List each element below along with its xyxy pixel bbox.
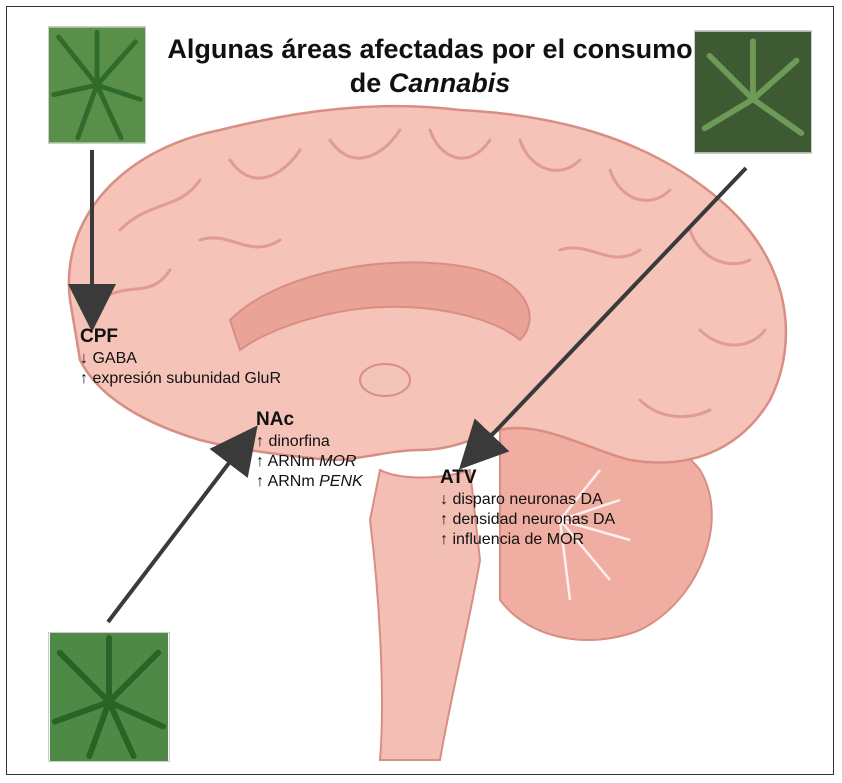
- atv-heading: ATV: [440, 466, 615, 490]
- cannabis-leaf-icon: [49, 633, 169, 761]
- nac-line-2: ↑ ARNm MOR: [256, 452, 363, 472]
- nac-line-3-pre: ↑ ARNm: [256, 473, 319, 490]
- cpf-label: CPF ↓ GABA ↑ expresión subunidad GluR: [80, 325, 281, 389]
- title-line1: Algunas áreas afectadas por el consumo: [167, 34, 692, 64]
- atv-line-2: ↑ densidad neuronas DA: [440, 510, 615, 530]
- nac-line-2-pre: ↑ ARNm: [256, 453, 319, 470]
- cpf-heading: CPF: [80, 325, 281, 349]
- atv-label: ATV ↓ disparo neuronas DA ↑ densidad neu…: [440, 466, 615, 550]
- cpf-line-1: ↓ GABA: [80, 349, 281, 369]
- thalamus: [360, 364, 410, 396]
- nac-line-1: ↑ dinorfina: [256, 432, 363, 452]
- cannabis-leaf-icon: [49, 27, 145, 143]
- title-line2-pre: de: [350, 68, 389, 98]
- cannabis-leaf-icon: [695, 31, 811, 153]
- cannabis-photo-top-right: [694, 30, 812, 154]
- cannabis-photo-top-left: [48, 26, 146, 144]
- atv-line-3: ↑ influencia de MOR: [440, 530, 615, 550]
- atv-line-1: ↓ disparo neuronas DA: [440, 490, 615, 510]
- nac-line-2-em: MOR: [319, 453, 356, 470]
- cpf-line-2: ↑ expresión subunidad GluR: [80, 369, 281, 389]
- figure-title: Algunas áreas afectadas por el consumo d…: [160, 32, 700, 100]
- nac-line-3-em: PENK: [319, 473, 363, 490]
- arrow-to-nac: [108, 438, 248, 622]
- title-line2-em: Cannabis: [389, 68, 511, 98]
- cannabis-photo-bottom-left: [48, 632, 170, 762]
- nac-heading: NAc: [256, 408, 363, 432]
- nac-line-3: ↑ ARNm PENK: [256, 472, 363, 492]
- nac-label: NAc ↑ dinorfina ↑ ARNm MOR ↑ ARNm PENK: [256, 408, 363, 492]
